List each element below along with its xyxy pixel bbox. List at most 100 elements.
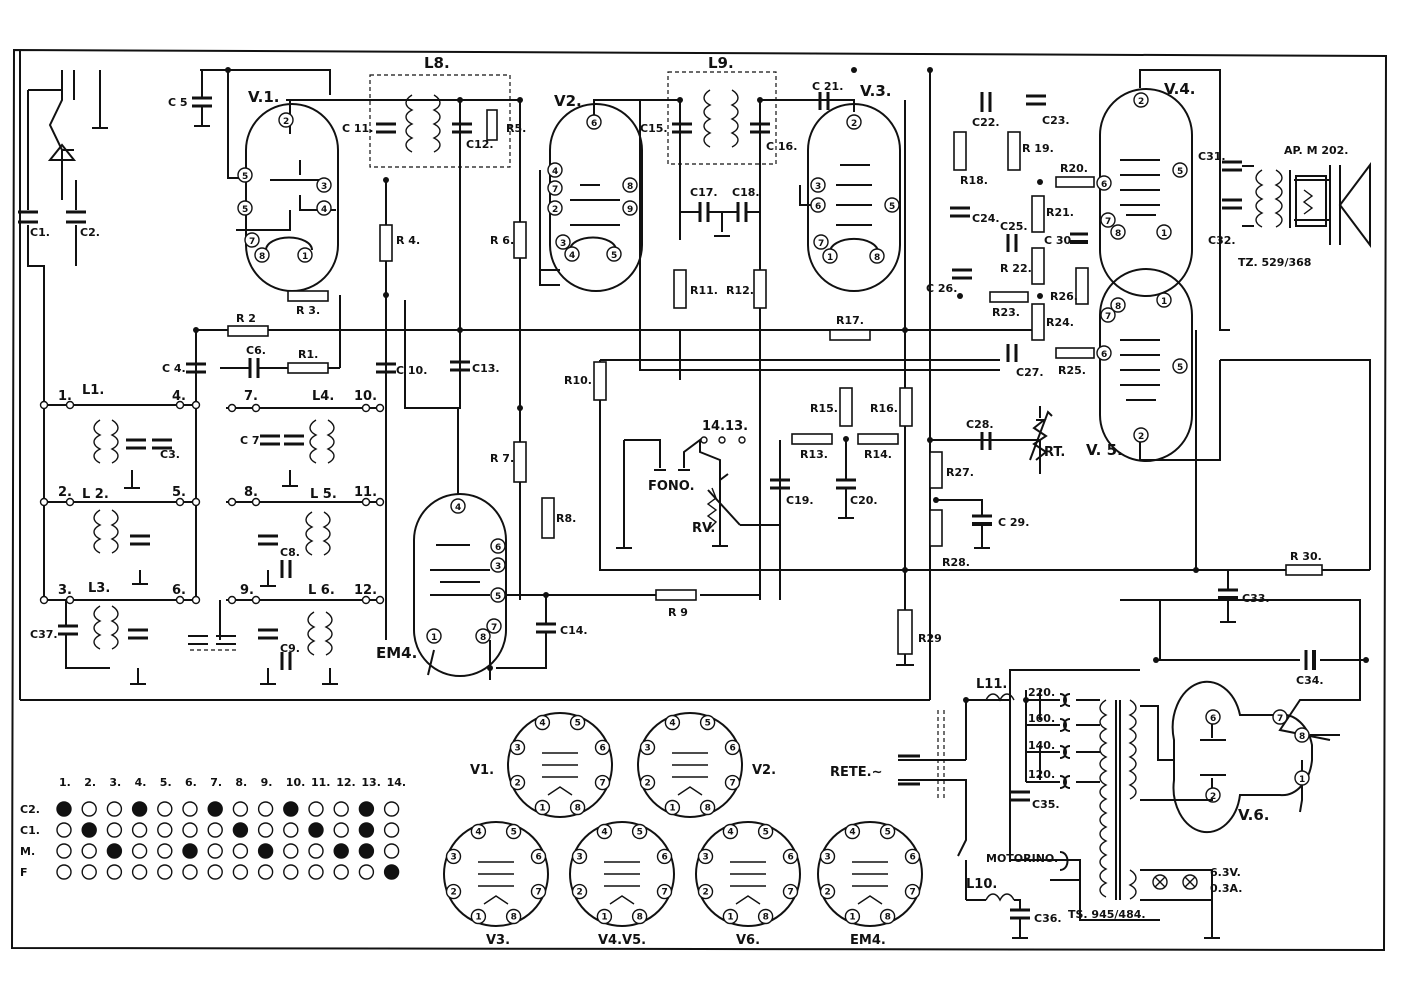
switch-state-off [106,864,123,880]
socket-pin-number: 6 [787,852,793,862]
switch-state-on [358,801,375,817]
r30-label: R 30. [1290,550,1322,563]
socket-pin-number: 1 [475,912,481,922]
switch-state-on [283,801,299,817]
switch-state-on [56,801,72,817]
svg-text:1: 1 [1161,297,1167,307]
heater-current-label: 0.3A. [1210,882,1242,895]
socket-pin-number: 5 [885,828,891,838]
switch-table-column: 10. [286,776,306,789]
band-terminal-label: 2. [58,485,72,500]
switch-table-row-label: C2. [20,803,40,816]
tap-120-label: 120. [1028,768,1055,781]
svg-text:8: 8 [259,252,265,262]
c30-label: C 30. [1044,234,1075,247]
switch-state-off [157,822,173,838]
switch-state-off [157,864,173,880]
rt-label: RT. [1044,445,1065,460]
switch-state-on [308,822,324,838]
socket-pin-number: 2 [703,888,709,898]
c7-label: C 7 [240,434,260,447]
phono-label: FONO. [648,479,695,494]
r27-label: R27. [946,466,974,479]
output-transformer-label: TZ. 529/368 [1238,256,1311,269]
socket-pin-number: 1 [849,912,855,922]
svg-text:5: 5 [242,172,248,182]
socket-pin-number: 4 [475,828,481,838]
socket-pin-number: 6 [535,852,541,862]
socket-pin-number: 4 [727,828,733,838]
switch-state-off [333,822,349,838]
socket-pin-number: 4 [539,719,545,729]
socket-pin-number: 7 [787,888,793,898]
switch-table-row-label: C1. [20,824,40,837]
switch-state-off [232,864,249,880]
heater-voltage-label: 6.3V. [1210,866,1241,879]
switch-table-row-label: F [20,866,28,879]
c27-label: C27. [1016,366,1044,379]
c8-label: C8. [280,546,300,559]
band-terminal-label: 3. [58,583,72,598]
svg-text:2: 2 [1210,792,1216,802]
r3-label: R 3. [296,304,320,317]
c16-label: C 16. [766,140,797,153]
switch-state-on [383,864,400,880]
tube-v2: 6 4 7 2 8 9 3 4 5 V2. [539,92,680,292]
svg-text:1: 1 [827,253,833,263]
mains-transformer-label: TS. 945/484. [1068,908,1146,921]
socket-pin-number: 8 [511,912,517,922]
c28-label: C28. [966,418,994,431]
switch-state-off [308,801,324,817]
r8-label: R8. [556,512,576,525]
svg-text:2: 2 [283,117,289,127]
switch-state-off [207,864,223,880]
svg-text:3: 3 [815,182,821,192]
socket-pin-number: 3 [577,852,583,862]
switch-state-off [333,864,349,880]
switch-state-off [358,864,375,880]
svg-text:3: 3 [560,239,566,249]
speaker: AP. M 202. TZ. 529/368 [1238,144,1371,269]
switch-state-off [106,822,123,838]
switch-state-off [383,843,400,859]
svg-text:4: 4 [455,503,461,513]
svg-text:2: 2 [552,205,558,215]
l3-label: L3. [88,581,110,596]
l8-label: L8. [424,54,450,72]
switch-table-column: 5. [160,776,172,789]
svg-text:5: 5 [242,205,248,215]
switch-state-on [106,843,123,859]
svg-text:1: 1 [1299,775,1305,785]
svg-text:5: 5 [611,251,617,261]
switch-state-on [207,801,223,817]
svg-text:7: 7 [1277,714,1283,724]
svg-text:5: 5 [1177,363,1183,373]
c9-label: C9. [280,642,300,655]
socket-pin-number: 4 [849,828,855,838]
svg-text:4: 4 [552,167,558,177]
socket-pin-number: 5 [511,828,517,838]
switch-state-off [283,864,299,880]
svg-text:5: 5 [1177,167,1183,177]
switch-table-column: 8. [235,776,247,789]
socket-pin-number: 5 [637,828,643,838]
socket-pin-number: 1 [601,912,607,922]
switch-state-off [81,801,97,817]
r4-label: R 4. [396,234,420,247]
socket-pin-number: 6 [599,743,605,753]
r15-label: R15. [810,402,838,415]
socket-pin-number: 8 [885,912,891,922]
l1-label: L1. [82,383,104,398]
r23-label: R23. [992,306,1020,319]
svg-text:5: 5 [889,202,895,212]
band-terminal-label: 10. [354,389,377,404]
r2-label: R 2 [236,312,256,325]
switch-table-column: 4. [135,776,147,789]
socket-view-label: V4.V5. [598,933,646,948]
r9-label: R 9 [668,606,688,619]
c5-label: C 5 [168,96,188,109]
switch-state-on [358,822,375,838]
